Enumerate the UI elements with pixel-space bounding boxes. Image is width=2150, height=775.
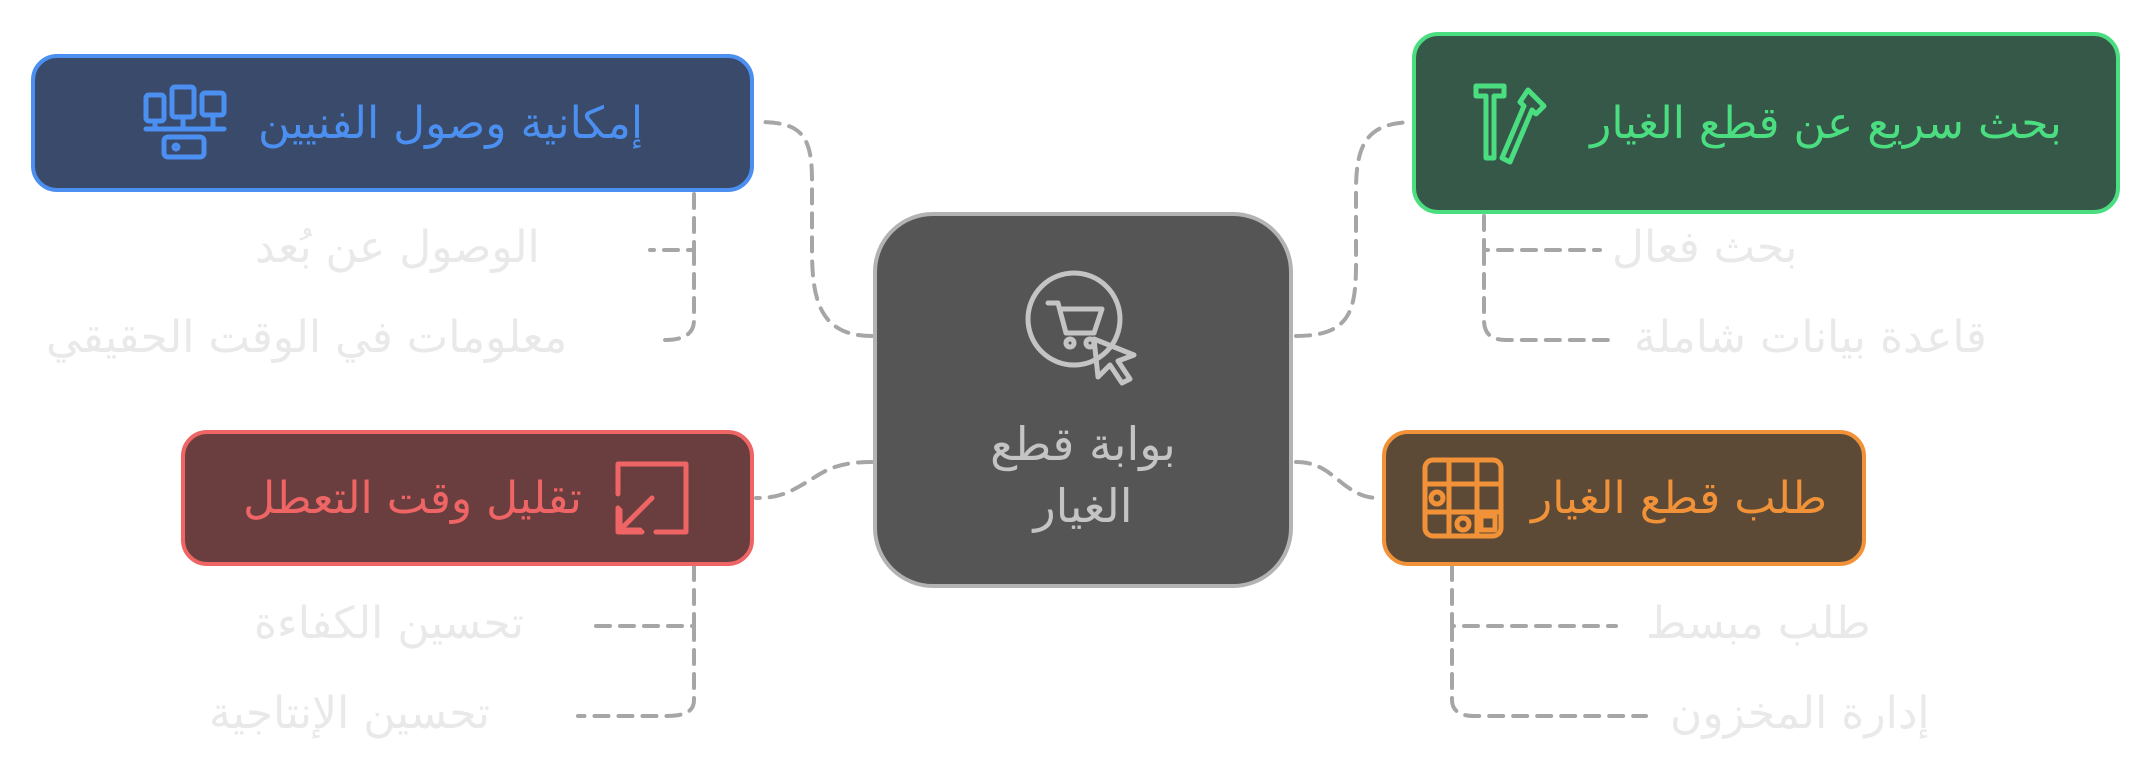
branch-search-node: بحث سريع عن قطع الغيار — [1412, 32, 2120, 214]
downtime-child-efficiency: تحسين الكفاءة — [254, 598, 524, 649]
connector-access-child-2 — [662, 248, 696, 342]
workflow-icon — [1421, 456, 1505, 540]
connector-access-child-1 — [648, 192, 696, 252]
tools-icon — [1470, 78, 1550, 168]
arrow-shrink-icon — [612, 458, 692, 538]
connector-center-downtime — [754, 460, 874, 500]
connector-center-access — [756, 120, 874, 338]
connector-search-child-1 — [1482, 214, 1602, 252]
order-child-simplified-order: طلب مبسط — [1646, 598, 1871, 649]
connector-search-child-2 — [1482, 248, 1616, 342]
branch-access-node: إمكانية وصول الفنيين — [31, 54, 754, 192]
branch-order-node: طلب قطع الغيار — [1382, 430, 1866, 566]
connector-center-search — [1294, 120, 1412, 338]
connector-center-order — [1294, 460, 1382, 500]
connector-order-child-2 — [1450, 624, 1648, 718]
branch-downtime-label: تقليل وقت التعطل — [243, 472, 582, 524]
central-node: بوابة قطع الغيار — [873, 212, 1293, 588]
branch-order-label: طلب قطع الغيار — [1530, 472, 1828, 524]
connector-order-child-1 — [1450, 564, 1618, 628]
connector-downtime-child-1 — [588, 564, 696, 628]
connector-downtime-child-2 — [576, 624, 696, 718]
access-child-realtime-info: معلومات في الوقت الحقيقي — [46, 312, 568, 363]
devices-network-icon — [142, 83, 228, 163]
shopping-cart-cursor-icon — [1018, 263, 1148, 393]
branch-access-label: إمكانية وصول الفنيين — [257, 97, 644, 149]
branch-search-label: بحث سريع عن قطع الغيار — [1590, 97, 2062, 149]
central-node-label: بوابة قطع الغيار — [990, 417, 1176, 533]
access-child-remote-access: الوصول عن بُعد — [255, 222, 540, 273]
branch-downtime-node: تقليل وقت التعطل — [181, 430, 754, 566]
search-child-efficient-search: بحث فعال — [1612, 222, 1798, 273]
search-child-database: قاعدة بيانات شاملة — [1634, 312, 1987, 363]
downtime-child-productivity: تحسين الإنتاجية — [209, 688, 490, 739]
order-child-inventory: إدارة المخزون — [1670, 688, 1930, 739]
